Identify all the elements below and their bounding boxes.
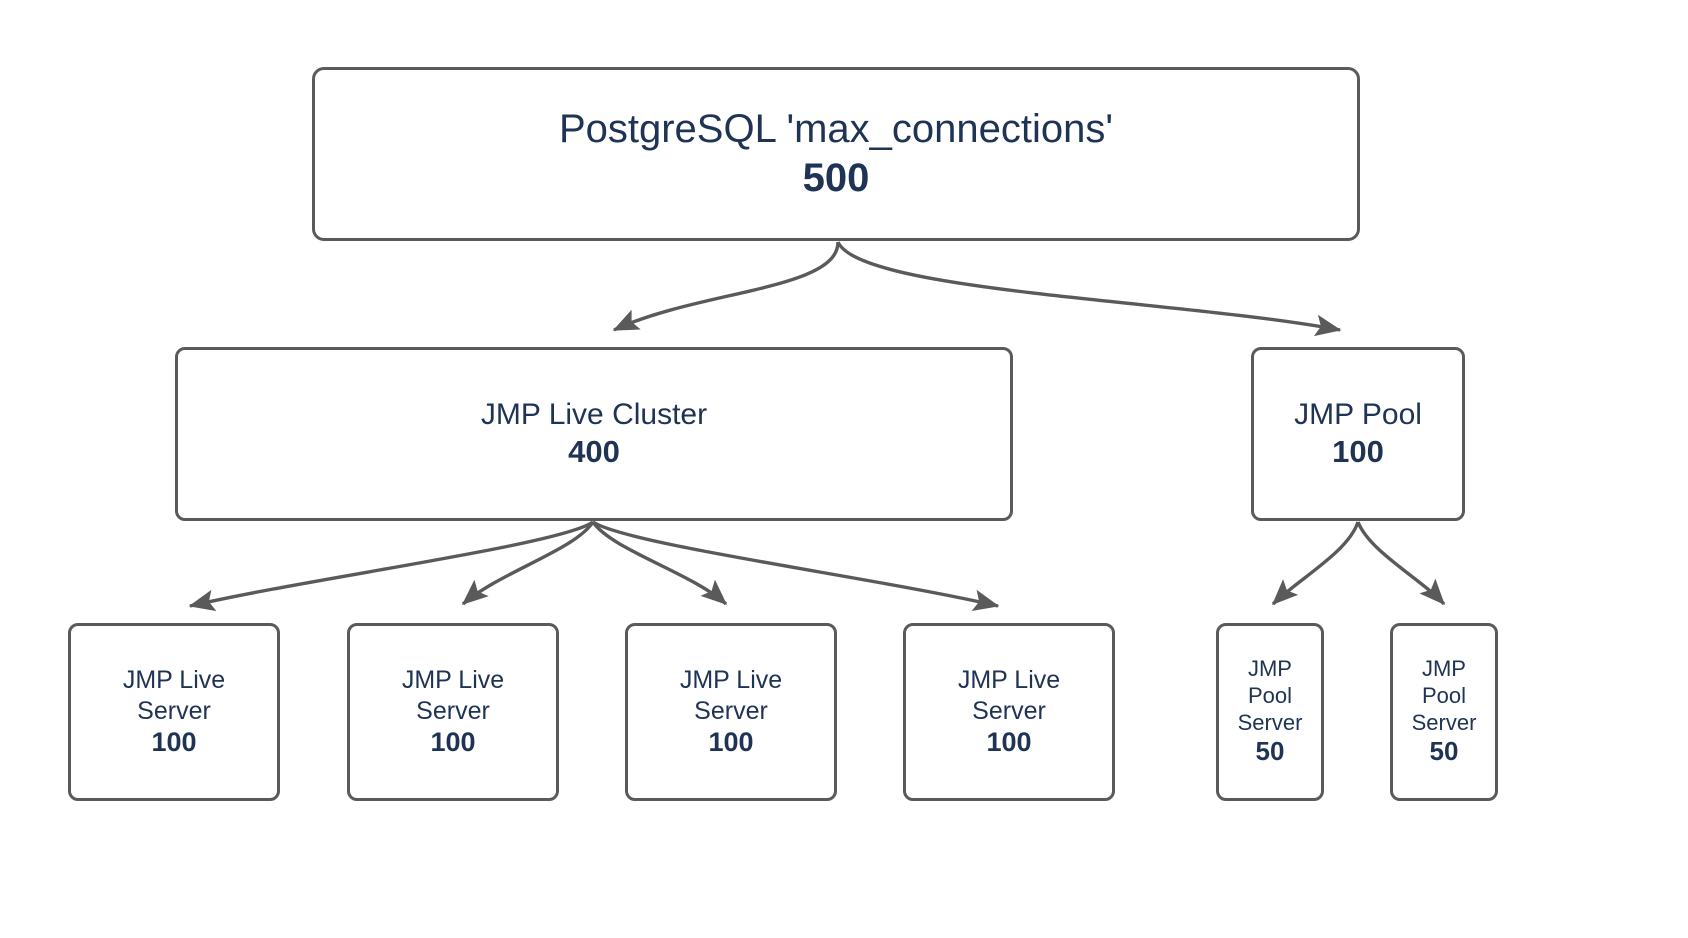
node-value: 50 — [1255, 736, 1285, 767]
edge-live-cluster-to-server-3 — [591, 520, 728, 606]
node-jmp-live-server-3[interactable]: JMP Live Server 100 — [625, 623, 837, 801]
node-label: JMP Live Cluster — [480, 397, 708, 431]
node-label: JMP Pool — [1294, 397, 1422, 431]
edge-root-to-live-cluster — [612, 241, 840, 332]
edge-live-cluster-to-server-2 — [461, 521, 595, 606]
node-postgresql-max-connections[interactable]: PostgreSQL 'max_connections' 500 — [312, 67, 1360, 241]
node-label: PostgreSQL 'max_connections' — [558, 107, 1114, 152]
node-value: 100 — [430, 727, 476, 758]
node-jmp-pool[interactable]: JMP Pool 100 — [1251, 347, 1465, 521]
node-label: JMP Live Server — [401, 666, 505, 725]
node-value: 500 — [802, 156, 870, 200]
node-label: JMP Live Server — [957, 666, 1061, 725]
node-value: 50 — [1429, 736, 1459, 767]
node-jmp-pool-server-2[interactable]: JMP Pool Server 50 — [1390, 623, 1498, 801]
edge-root-to-pool — [836, 241, 1342, 337]
node-value: 100 — [151, 727, 197, 758]
node-value: 400 — [568, 434, 620, 470]
node-value: 100 — [1332, 434, 1384, 470]
edge-pool-to-pool-server-2 — [1356, 521, 1446, 606]
node-label: JMP Pool Server — [1411, 655, 1477, 735]
node-jmp-pool-server-1[interactable]: JMP Pool Server 50 — [1216, 623, 1324, 801]
node-jmp-live-cluster[interactable]: JMP Live Cluster 400 — [175, 347, 1013, 521]
node-label: JMP Live Server — [122, 666, 226, 725]
node-value: 100 — [986, 727, 1032, 758]
node-value: 100 — [708, 727, 754, 758]
edge-live-cluster-to-server-4 — [592, 520, 1000, 612]
node-label: JMP Pool Server — [1237, 655, 1303, 735]
node-jmp-live-server-1[interactable]: JMP Live Server 100 — [68, 623, 280, 801]
node-jmp-live-server-2[interactable]: JMP Live Server 100 — [347, 623, 559, 801]
node-label: JMP Live Server — [679, 666, 783, 725]
edge-live-cluster-to-server-1 — [188, 520, 594, 612]
node-jmp-live-server-4[interactable]: JMP Live Server 100 — [903, 623, 1115, 801]
edge-pool-to-pool-server-1 — [1271, 521, 1360, 606]
